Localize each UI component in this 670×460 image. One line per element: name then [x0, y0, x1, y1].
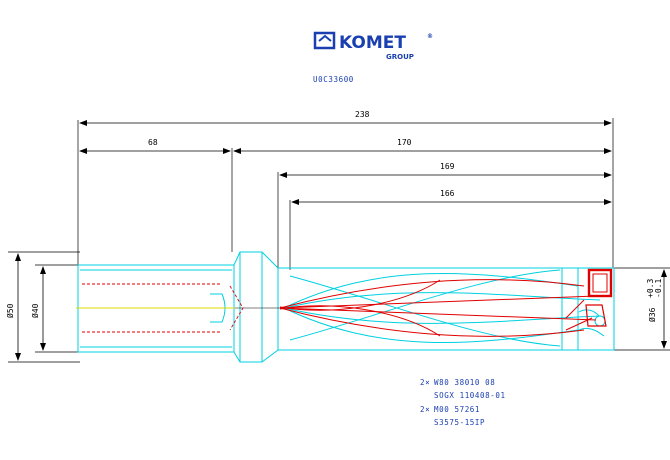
dim-body-length: 170 [397, 138, 412, 147]
neck-outline [233, 251, 279, 363]
logo-group: GROUP [386, 53, 414, 61]
insert-list: 2× W80 38010 08 SOGX 110408-01 2× M00 57… [420, 378, 506, 427]
insert-2-desc: S3575-15IP [434, 418, 485, 427]
drill-outline [77, 251, 615, 363]
coolant-bore [82, 283, 244, 333]
part-number: U0C33600 [313, 75, 354, 84]
dim-tolerance-upper: +0.3 [646, 279, 655, 298]
dim-flute-length-2: 166 [440, 189, 455, 198]
cutting-insert [585, 268, 613, 327]
dim-shank-dia-outer: Ø50 [5, 303, 15, 318]
dim-overall-length: 238 [355, 110, 370, 119]
dimension-lines [15, 120, 667, 361]
insert-top [587, 268, 613, 298]
dim-shank-length: 68 [148, 138, 158, 147]
insert-1-qty: 2× [420, 378, 430, 387]
insert-1-desc: SOGX 110408-01 [434, 391, 506, 400]
logo-registered-mark: ® [427, 33, 433, 40]
extension-lines [8, 118, 670, 363]
dim-shank-dia-inner: Ø40 [30, 303, 40, 318]
insert-2-code: M00 57261 [434, 405, 480, 414]
dim-drill-dia: Ø36 [647, 307, 657, 322]
cutting-paths [279, 279, 597, 337]
insert-2-qty: 2× [420, 405, 430, 414]
body-outline [277, 267, 615, 351]
dim-flute-length-1: 169 [440, 162, 455, 171]
insert-bottom [585, 304, 607, 327]
komet-logo-icon [313, 31, 336, 50]
dim-tolerance-lower: -0.1 [654, 279, 663, 298]
insert-1-code: W80 38010 08 [434, 378, 495, 387]
komet-logo: KOMET ® GROUP [313, 31, 433, 61]
logo-brand: KOMET [339, 33, 406, 53]
